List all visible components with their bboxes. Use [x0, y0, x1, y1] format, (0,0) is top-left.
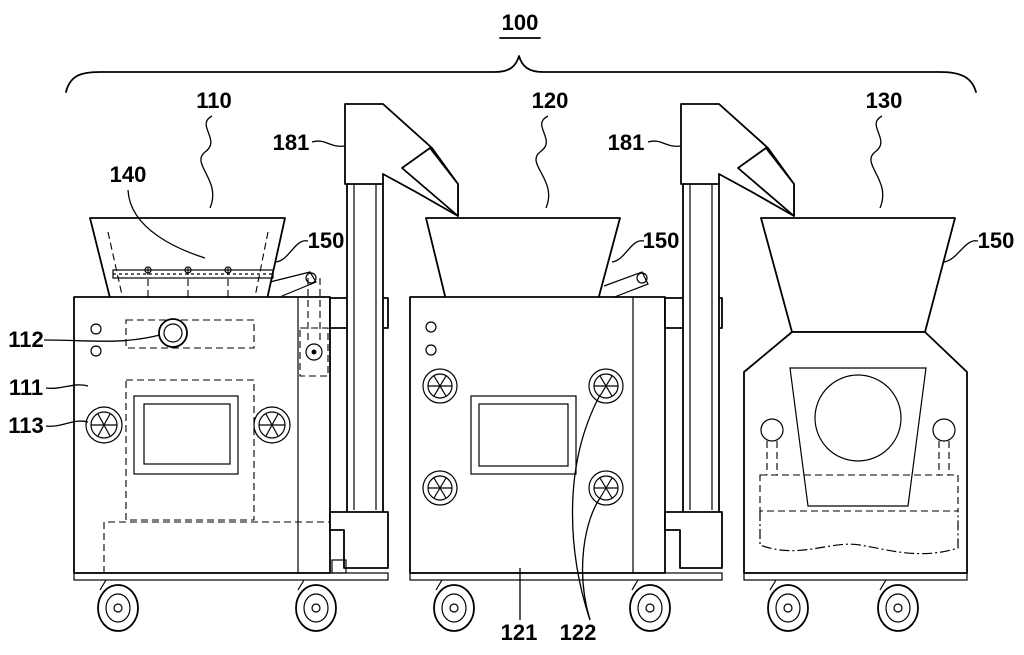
label-100: 100: [502, 10, 539, 35]
wheel-2a: [433, 579, 475, 632]
gear-2b: [422, 470, 458, 506]
label-121: 121: [501, 620, 538, 645]
wheel-3a: [767, 579, 809, 632]
machine-unit-3: [743, 217, 968, 632]
motor-112: [158, 318, 188, 348]
elevator-181-b: [664, 103, 795, 569]
label-181-a: 181: [273, 130, 310, 155]
label-122: 122: [560, 620, 597, 645]
label-111: 111: [9, 375, 43, 400]
label-130: 130: [866, 88, 903, 113]
label-112: 112: [8, 327, 44, 352]
leader-lines: [43, 115, 979, 621]
elevator-181-a: [329, 103, 459, 574]
label-150-c: 150: [978, 228, 1015, 253]
body-121: [409, 296, 666, 574]
hopper-2: [425, 217, 621, 301]
machine-unit-2: [409, 217, 723, 632]
hopper-3: [760, 217, 956, 333]
label-140: 140: [110, 162, 147, 187]
wheel-2b: [629, 579, 671, 632]
wheel-1a: [97, 579, 139, 632]
label-181-b: 181: [608, 130, 645, 155]
gear-122-a: [588, 368, 624, 404]
gear-2a: [422, 368, 458, 404]
labels: 100 110 120 130 140 181 181 150 150 150 …: [8, 10, 1014, 645]
system-brace: [65, 37, 977, 93]
label-150-b: 150: [643, 228, 680, 253]
label-120: 120: [532, 88, 569, 113]
gear-122-b: [588, 470, 624, 506]
wheel-3b: [877, 579, 919, 632]
label-110: 110: [196, 88, 232, 113]
gear-113: [85, 406, 123, 444]
label-113: 113: [8, 413, 44, 438]
label-150-a: 150: [308, 228, 345, 253]
wheel-1b: [295, 579, 337, 632]
gear-1b: [253, 406, 291, 444]
machine-unit-1: [73, 217, 389, 632]
